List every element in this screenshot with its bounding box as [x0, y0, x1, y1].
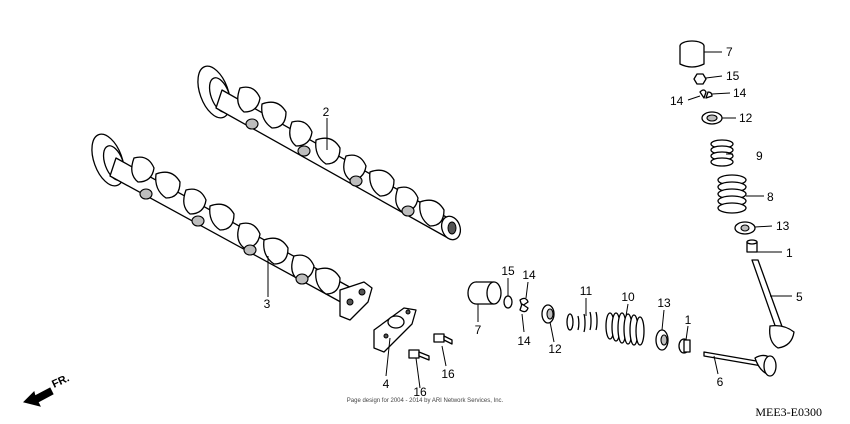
spring-11 — [566, 311, 598, 333]
callout-15-mid: 15 — [501, 264, 515, 278]
leader-lines — [267, 51, 792, 389]
callout-13-mid: 13 — [657, 296, 671, 310]
callout-14-top-right: 14 — [733, 86, 747, 100]
camshaft-lower — [91, 133, 373, 321]
callout-7-top: 7 — [726, 45, 733, 59]
callout-12-mid: 12 — [548, 342, 562, 356]
valve-6 — [703, 351, 777, 377]
callout-16-b: 16 — [441, 367, 455, 381]
seat-13-top — [734, 221, 756, 235]
callout-9: 9 — [756, 149, 763, 163]
callout-2: 2 — [323, 105, 330, 119]
callout-14-top-left: 14 — [670, 94, 684, 108]
shim-mid — [503, 295, 513, 309]
spring-9 — [710, 139, 734, 167]
callout-1-bottom: 1 — [685, 313, 692, 327]
seal-1-top — [746, 239, 758, 253]
spring-8 — [717, 174, 747, 214]
callout-15-top: 15 — [726, 69, 740, 83]
spring-10 — [605, 312, 645, 346]
bolt-16-b — [433, 333, 453, 345]
callout-14-mid-bottom: 14 — [517, 334, 531, 348]
copyright-text: Page design for 2004 - 2014 by ARI Netwo… — [347, 398, 504, 404]
valve-5 — [751, 259, 795, 349]
callout-7-mid: 7 — [475, 323, 482, 337]
callout-3: 3 — [264, 297, 271, 311]
front-label: FR. — [50, 372, 71, 390]
tappet-mid — [467, 281, 502, 305]
callout-14-mid-top: 14 — [522, 268, 536, 282]
cotter-mid — [519, 297, 529, 313]
tappet-top — [679, 40, 705, 68]
callout-5: 5 — [796, 290, 803, 304]
seat-13-mid — [655, 329, 669, 351]
callout-16-a: 16 — [413, 385, 427, 399]
retainer-mid — [541, 304, 555, 324]
callout-10: 10 — [621, 290, 635, 304]
callout-6: 6 — [717, 375, 724, 389]
bolt-16-a — [408, 349, 430, 361]
camshaft-upper — [197, 65, 462, 241]
callout-1-top: 1 — [786, 246, 793, 260]
callout-13-top: 13 — [776, 219, 790, 233]
diagram-code: MEE3-E0300 — [755, 405, 822, 419]
shim-top — [693, 73, 707, 85]
seal-1-mid — [678, 338, 691, 354]
callout-12-top: 12 — [739, 111, 753, 125]
cotter-top — [699, 89, 713, 99]
plate-part-4 — [373, 307, 417, 353]
front-arrow-icon — [23, 387, 54, 407]
retainer-top — [701, 111, 723, 125]
callout-11: 11 — [580, 284, 593, 298]
callout-4: 4 — [383, 377, 390, 391]
front-direction-indicator: FR. — [23, 372, 71, 407]
callout-8: 8 — [767, 190, 774, 204]
